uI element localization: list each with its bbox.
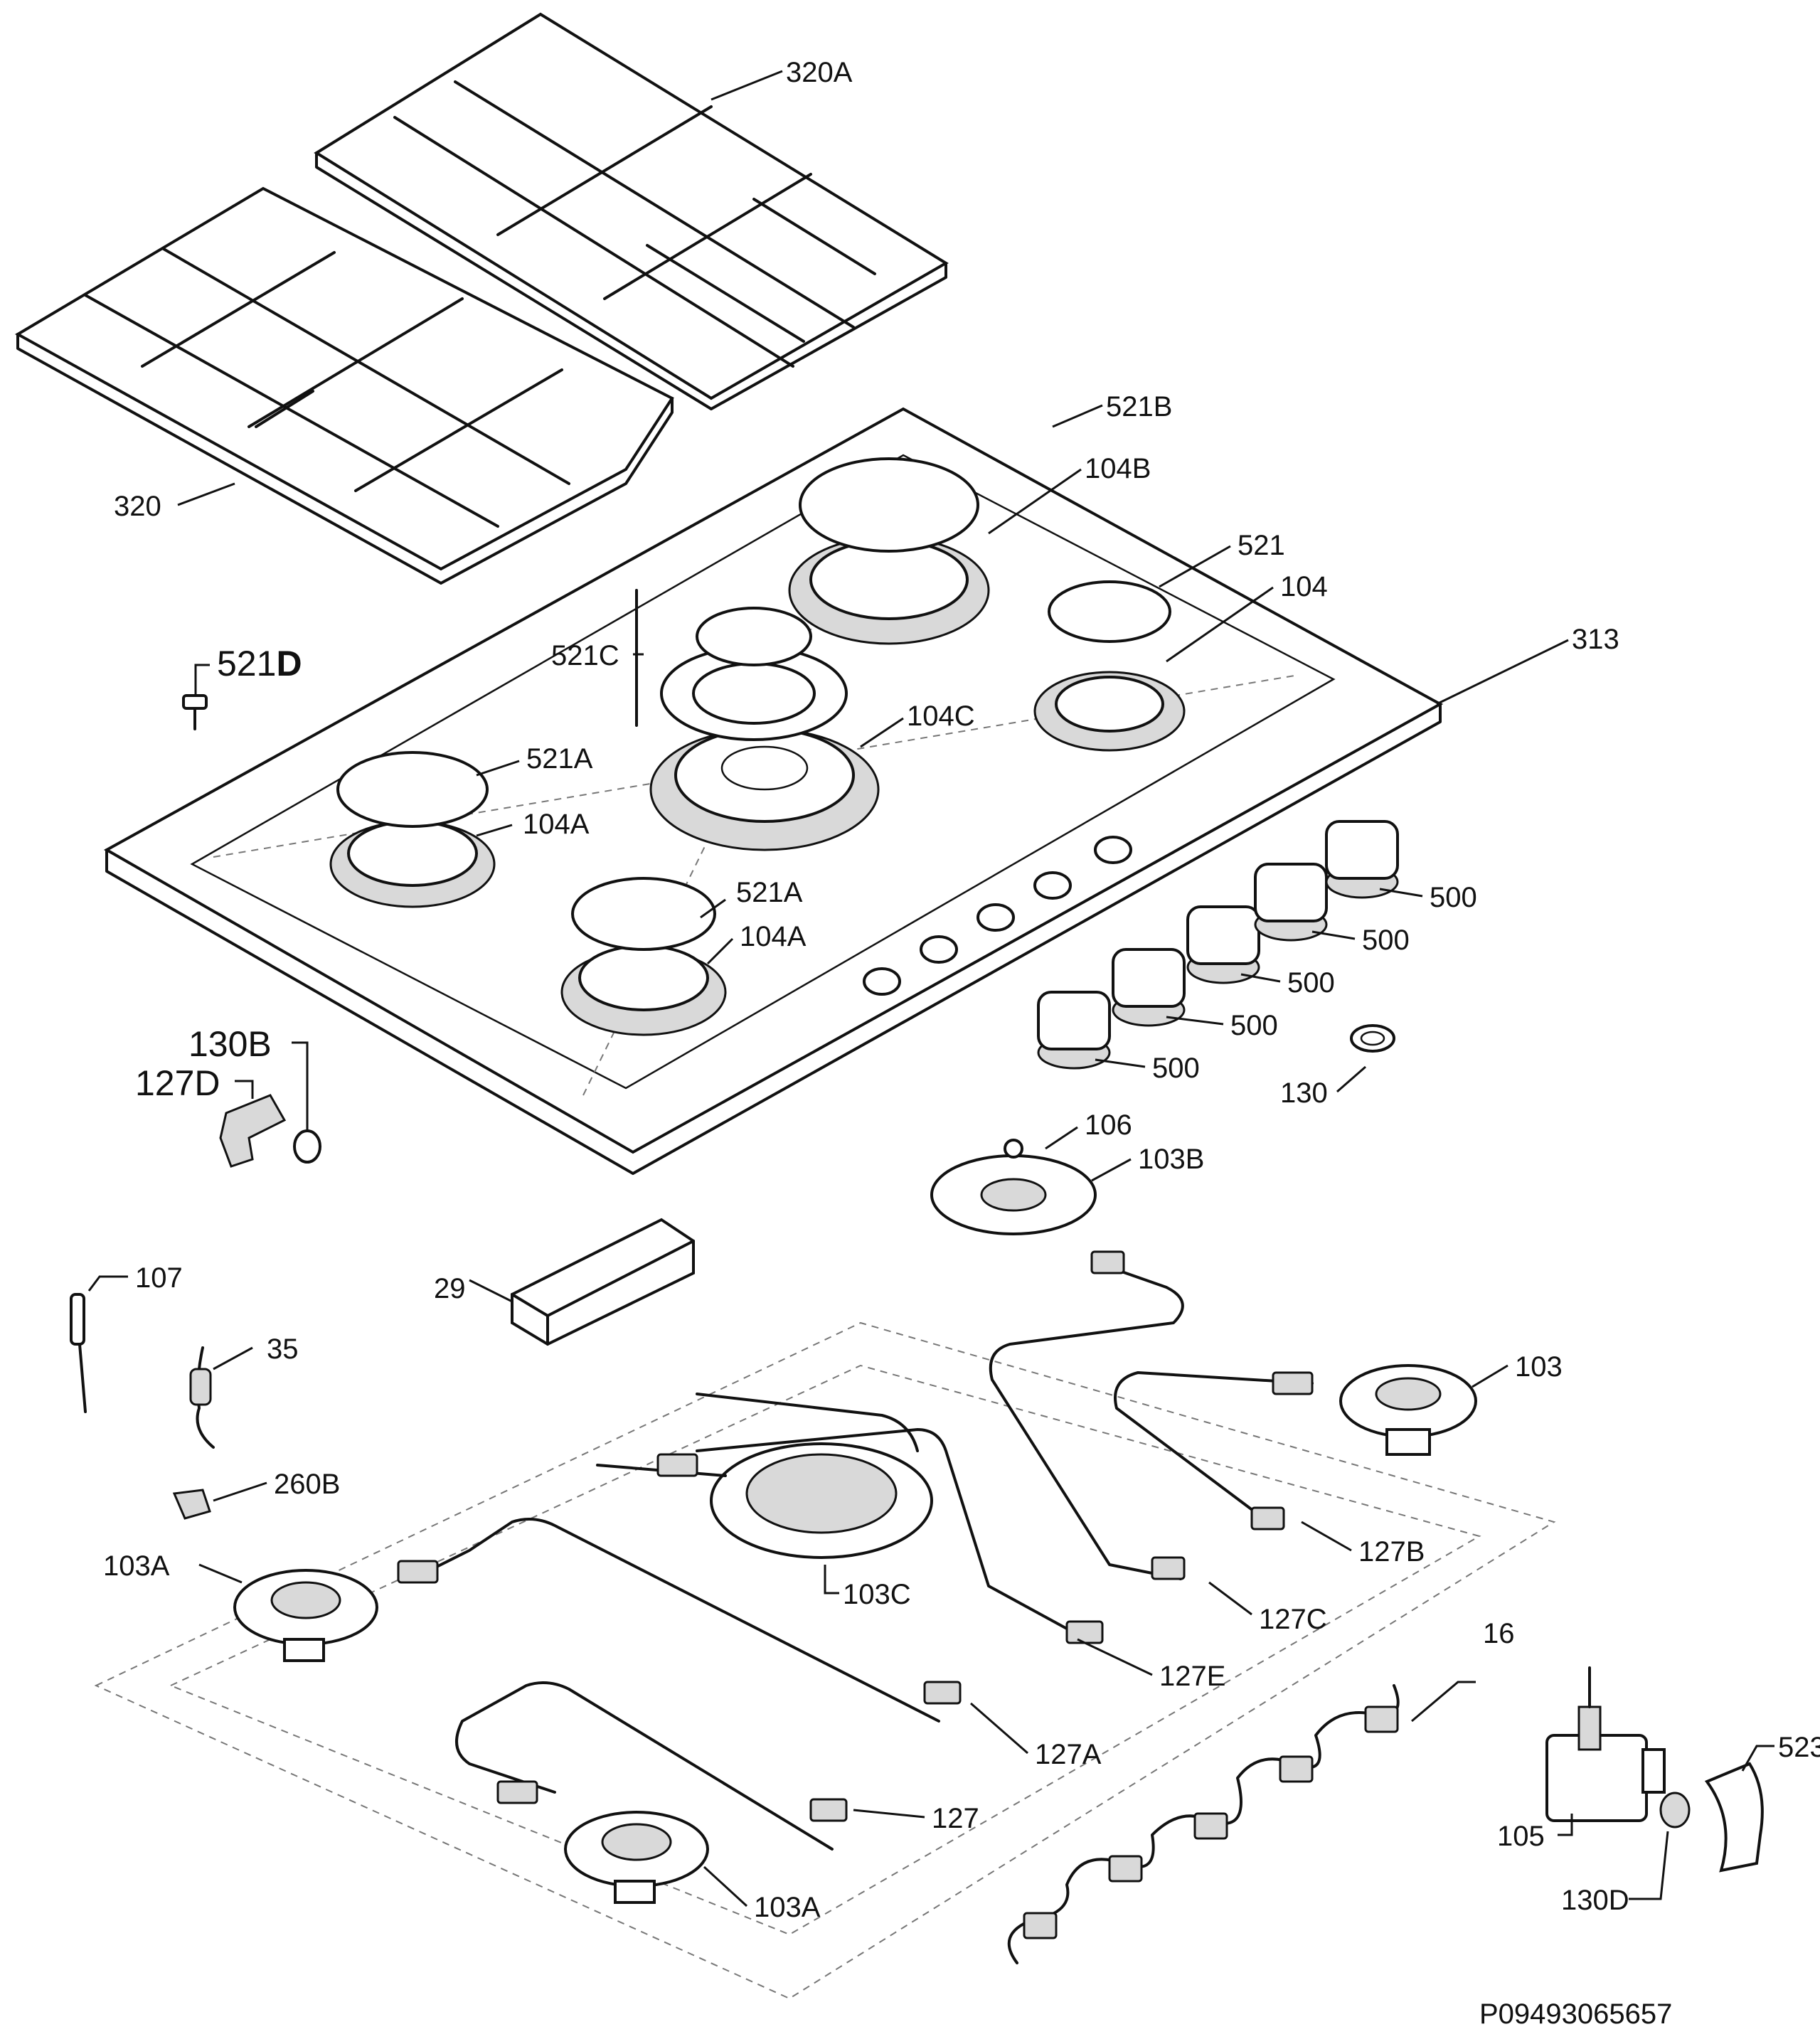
gas-pipes xyxy=(425,1261,1314,1851)
label-500-5: 500 xyxy=(1152,1053,1200,1084)
label-103: 103 xyxy=(1515,1351,1563,1383)
label-521a-front: 521A xyxy=(736,877,803,908)
label-500-1: 500 xyxy=(1430,882,1477,913)
label-105: 105 xyxy=(1497,1821,1545,1852)
knob-500-4 xyxy=(1254,863,1328,942)
control-knobs-500 xyxy=(1037,820,1399,1070)
label-29: 29 xyxy=(434,1273,466,1304)
label-521b: 521B xyxy=(1106,391,1172,422)
label-104a-left: 104A xyxy=(523,809,590,840)
label-130: 130 xyxy=(1280,1077,1328,1109)
knob-500-5 xyxy=(1325,820,1399,899)
label-130b: 130B xyxy=(188,1024,272,1064)
label-313: 313 xyxy=(1572,624,1619,655)
label-320: 320 xyxy=(114,491,161,522)
burner-cup-103b xyxy=(930,1139,1097,1235)
label-127b: 127B xyxy=(1358,1536,1425,1567)
knob-500-3 xyxy=(1186,905,1260,984)
label-127a: 127A xyxy=(1035,1739,1102,1770)
label-104c: 104C xyxy=(907,701,975,732)
ignition-unit-29 xyxy=(511,1218,695,1346)
label-523: 523 xyxy=(1778,1732,1820,1763)
bracket-523 xyxy=(1704,1762,1764,1873)
label-127e: 127E xyxy=(1159,1661,1225,1692)
burner-cup-103c xyxy=(710,1442,933,1559)
leader-lines xyxy=(87,70,1774,1907)
spark-plug-107 xyxy=(70,1293,87,1413)
label-320a: 320A xyxy=(786,57,853,88)
label-103a-left: 103A xyxy=(103,1550,170,1582)
burner-104c xyxy=(635,589,880,851)
part-labels: 320A 320 521B 104B 521 104 313 521C 521D… xyxy=(103,57,1820,1923)
pan-support-320a xyxy=(314,12,949,410)
ring-130d xyxy=(1659,1792,1691,1829)
pipe-fittings xyxy=(397,1250,1314,1822)
ring-130 xyxy=(1350,1024,1395,1053)
clip-260b xyxy=(172,1489,211,1520)
ring-130b xyxy=(293,1129,321,1164)
burner-104a-left xyxy=(329,751,496,908)
gas-tap-105 xyxy=(1545,1666,1666,1822)
thermocouple-wires-16 xyxy=(1007,1684,1400,1964)
pan-support-320 xyxy=(14,186,674,585)
label-500-2: 500 xyxy=(1362,925,1410,956)
burner-cup-103a-left xyxy=(233,1569,378,1662)
label-103a-front: 103A xyxy=(754,1892,821,1923)
label-521a-left: 521A xyxy=(526,743,593,775)
label-130d: 130D xyxy=(1561,1885,1629,1916)
elbow-127d xyxy=(219,1094,287,1168)
label-35: 35 xyxy=(267,1334,299,1365)
burner-104b xyxy=(788,457,990,645)
label-103c: 103C xyxy=(843,1579,911,1610)
burner-104 xyxy=(1033,580,1186,752)
label-16: 16 xyxy=(1483,1618,1515,1649)
label-521: 521 xyxy=(1238,530,1285,561)
label-500-3: 500 xyxy=(1287,967,1335,999)
label-500-4: 500 xyxy=(1230,1010,1278,1041)
cable-35 xyxy=(189,1346,215,1449)
burner-104a-front xyxy=(560,877,727,1036)
label-260b: 260B xyxy=(274,1469,340,1500)
knob-500-1 xyxy=(1037,991,1111,1070)
burner-cup-103a-front xyxy=(564,1811,709,1904)
screw-521d xyxy=(182,694,208,730)
label-127c: 127C xyxy=(1259,1604,1327,1635)
label-521c: 521C xyxy=(551,640,619,671)
label-107: 107 xyxy=(135,1262,183,1294)
label-103b: 103B xyxy=(1138,1144,1204,1175)
label-104a-front: 104A xyxy=(740,921,807,952)
label-127: 127 xyxy=(932,1803,979,1834)
knob-500-2 xyxy=(1112,948,1186,1027)
knob-holes xyxy=(863,836,1132,996)
document-id: P09493065657 xyxy=(1479,1998,1672,2030)
label-127d: 127D xyxy=(135,1063,220,1103)
label-106: 106 xyxy=(1085,1109,1132,1141)
label-104b: 104B xyxy=(1085,453,1151,484)
label-104: 104 xyxy=(1280,571,1328,602)
label-521d: 521D xyxy=(217,644,302,683)
burner-cup-103 xyxy=(1339,1364,1477,1456)
